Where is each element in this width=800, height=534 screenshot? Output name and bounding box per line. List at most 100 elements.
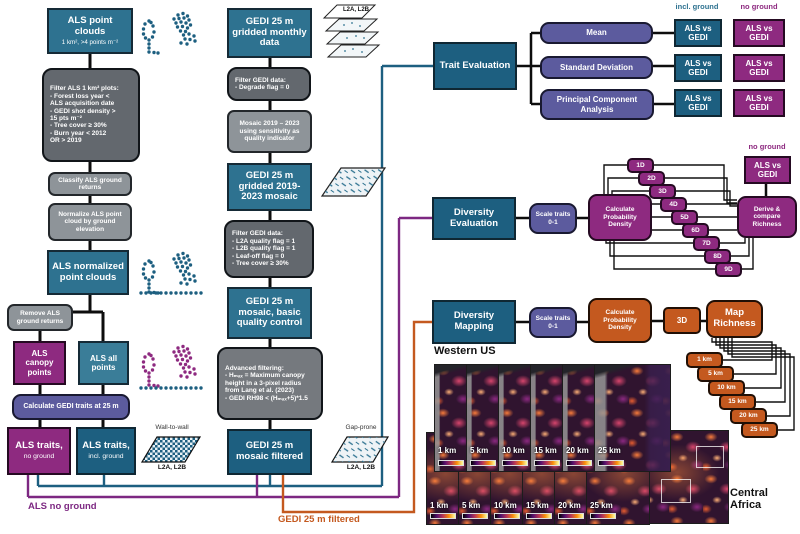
point-cloud-icon xyxy=(141,11,197,55)
layers-product-label: L2A, L2B xyxy=(342,7,369,13)
colorbar xyxy=(590,513,616,519)
filter-quality-box: Filter GEDI data: - L2A quality flag = 1… xyxy=(224,220,314,278)
canopy-point-cloud-icon xyxy=(141,344,197,388)
box-text: 3D xyxy=(658,187,667,195)
box-text: 15 km xyxy=(728,398,747,406)
derive-compare-richness-box: Derive & compare Richness xyxy=(737,196,797,238)
colorbar xyxy=(430,513,456,519)
box-text: Standard Deviation xyxy=(560,62,633,72)
box-text: Diversity Evaluation xyxy=(449,206,499,229)
als-traits-incl-ground-box: ALS traits, incl. ground xyxy=(76,427,136,475)
roi-box xyxy=(696,446,724,468)
als-vs-gedi-incl-box: ALS vs GEDI xyxy=(674,89,722,117)
box-text: 9D xyxy=(724,265,733,273)
als-vs-gedi-incl-box: ALS vs GEDI xyxy=(674,19,722,47)
km-label: 20 km xyxy=(558,501,581,510)
box-text: Derive & compare Richness xyxy=(752,205,782,228)
advanced-filtering-box: Advanced filtering: - Hₘₐₓ = Maximum can… xyxy=(217,347,323,420)
box-text: Scale traits 0-1 xyxy=(535,315,571,330)
colorbar xyxy=(502,460,528,466)
box-text: Classify ALS ground returns xyxy=(58,176,122,191)
pca-box: Principal Component Analysis xyxy=(540,89,654,120)
box-text: 10 km xyxy=(717,384,736,392)
box-text: 1D xyxy=(636,161,645,169)
als-vs-gedi-no-ground-box: ALS vs GEDI xyxy=(733,89,785,117)
western-scale-map: 10 km xyxy=(498,364,531,472)
mean-box: Mean xyxy=(540,22,653,44)
no-ground-label: no ground xyxy=(748,142,786,151)
colorbar xyxy=(462,513,488,519)
gedi-basic-qc-box: GEDI 25 m mosaic, basic quality control xyxy=(227,287,312,339)
western-scale-map: 1 km xyxy=(434,364,467,472)
km-label: 1 km xyxy=(438,446,457,455)
western-scale-map: 25 km xyxy=(594,364,671,472)
box-text: ALS vs GEDI xyxy=(745,23,773,42)
map-richness-box: Map Richness xyxy=(706,300,763,338)
box-text: Trait Evaluation xyxy=(439,59,511,71)
gedi-mosaic-filtered-box: GEDI 25 m mosaic filtered xyxy=(227,429,312,475)
colorbar xyxy=(470,460,496,466)
route-no-ground-purple xyxy=(26,216,432,499)
box-text: Map Richness xyxy=(713,307,756,329)
box-text: Remove ALS ground returns xyxy=(16,310,64,325)
box-subtitle: incl. ground xyxy=(88,453,124,461)
box-text: 4D xyxy=(669,200,678,208)
box-text: 3D xyxy=(676,315,688,325)
box-text: ALS canopy points xyxy=(25,349,54,377)
ground-dots-icon xyxy=(139,386,203,390)
box-text: GEDI 25 m mosaic filtered xyxy=(235,440,304,462)
colorbar xyxy=(598,460,624,466)
als-all-points-box: ALS all points xyxy=(78,341,129,385)
remove-ground-box: Remove ALS ground returns xyxy=(7,304,73,331)
dim-box: 1D xyxy=(627,158,654,173)
als-canopy-points-box: ALS canopy points xyxy=(13,341,66,385)
box-text: Advanced filtering: - Hₘₐₓ = Maximum can… xyxy=(225,364,308,402)
scale-traits-box: Scale traits 0-1 xyxy=(529,203,577,234)
route-gedi-filtered-orange xyxy=(281,320,432,514)
box-text: 25 km xyxy=(750,426,769,434)
gap-prone-label: Gap-prone xyxy=(345,424,377,431)
box-text: GEDI 25 m gridded 2019- 2023 mosaic xyxy=(238,169,301,203)
gap-product-label: L2A, L2B xyxy=(346,464,376,471)
calc-gedi-traits-box: Calculate GEDI traits at 25 m xyxy=(12,394,130,420)
km-label: 1 km xyxy=(430,501,449,510)
trait-evaluation-box: Trait Evaluation xyxy=(433,42,517,90)
box-title: ALS point clouds xyxy=(67,15,113,37)
km-scale-box: 10 km xyxy=(708,380,745,396)
diversity-evaluation-box: Diversity Evaluation xyxy=(432,197,516,240)
box-text: 2D xyxy=(647,174,656,182)
wall-to-wall-icon xyxy=(140,436,202,463)
roi-box xyxy=(661,479,691,503)
box-text: ALS vs GEDI xyxy=(745,58,773,77)
western-scale-map: 5 km xyxy=(466,364,499,472)
route-incl-ground-teal xyxy=(36,64,433,488)
dim-3d-box: 3D xyxy=(663,307,701,334)
als-point-clouds-box: ALS point clouds 1 km², >4 points m⁻² xyxy=(47,8,133,54)
box-text: ALS vs GEDI xyxy=(684,23,712,42)
colorbar xyxy=(494,513,520,519)
km-label: 15 km xyxy=(534,446,557,455)
box-text: Calculate Probability Density xyxy=(603,206,637,229)
km-label: 15 km xyxy=(526,501,549,510)
colorbar xyxy=(566,460,592,466)
box-subtitle: no ground xyxy=(23,453,55,461)
dim-box: 9D xyxy=(715,262,742,277)
box-text: Principal Component Analysis xyxy=(556,95,638,114)
box-text: GEDI 25 m gridded monthly data xyxy=(232,15,307,49)
western-scale-map: 15 km xyxy=(530,364,563,472)
box-title: ALS traits, xyxy=(15,440,63,452)
calc-probability-density-mapping-box: Calculate Probability Density xyxy=(588,298,652,343)
km-scale-box: 25 km xyxy=(741,422,778,438)
box-text: Calculate GEDI traits at 25 m xyxy=(23,402,119,410)
box-text: ALS vs GEDI xyxy=(684,58,712,77)
box-text: Calculate Probability Density xyxy=(603,309,637,332)
gedi-filtered-route-label: GEDI 25 m filtered xyxy=(278,514,360,525)
box-text: Normalize ALS point cloud by ground elev… xyxy=(58,210,122,233)
branch-lines-black xyxy=(516,31,768,324)
km-label: 5 km xyxy=(470,446,489,455)
als-vs-gedi-no-ground-box: ALS vs GEDI xyxy=(733,19,785,47)
box-text: 20 km xyxy=(739,412,758,420)
calc-probability-density-box: Calculate Probability Density xyxy=(588,194,652,241)
wall-to-wall-label: Wall-to-wall xyxy=(155,424,189,431)
